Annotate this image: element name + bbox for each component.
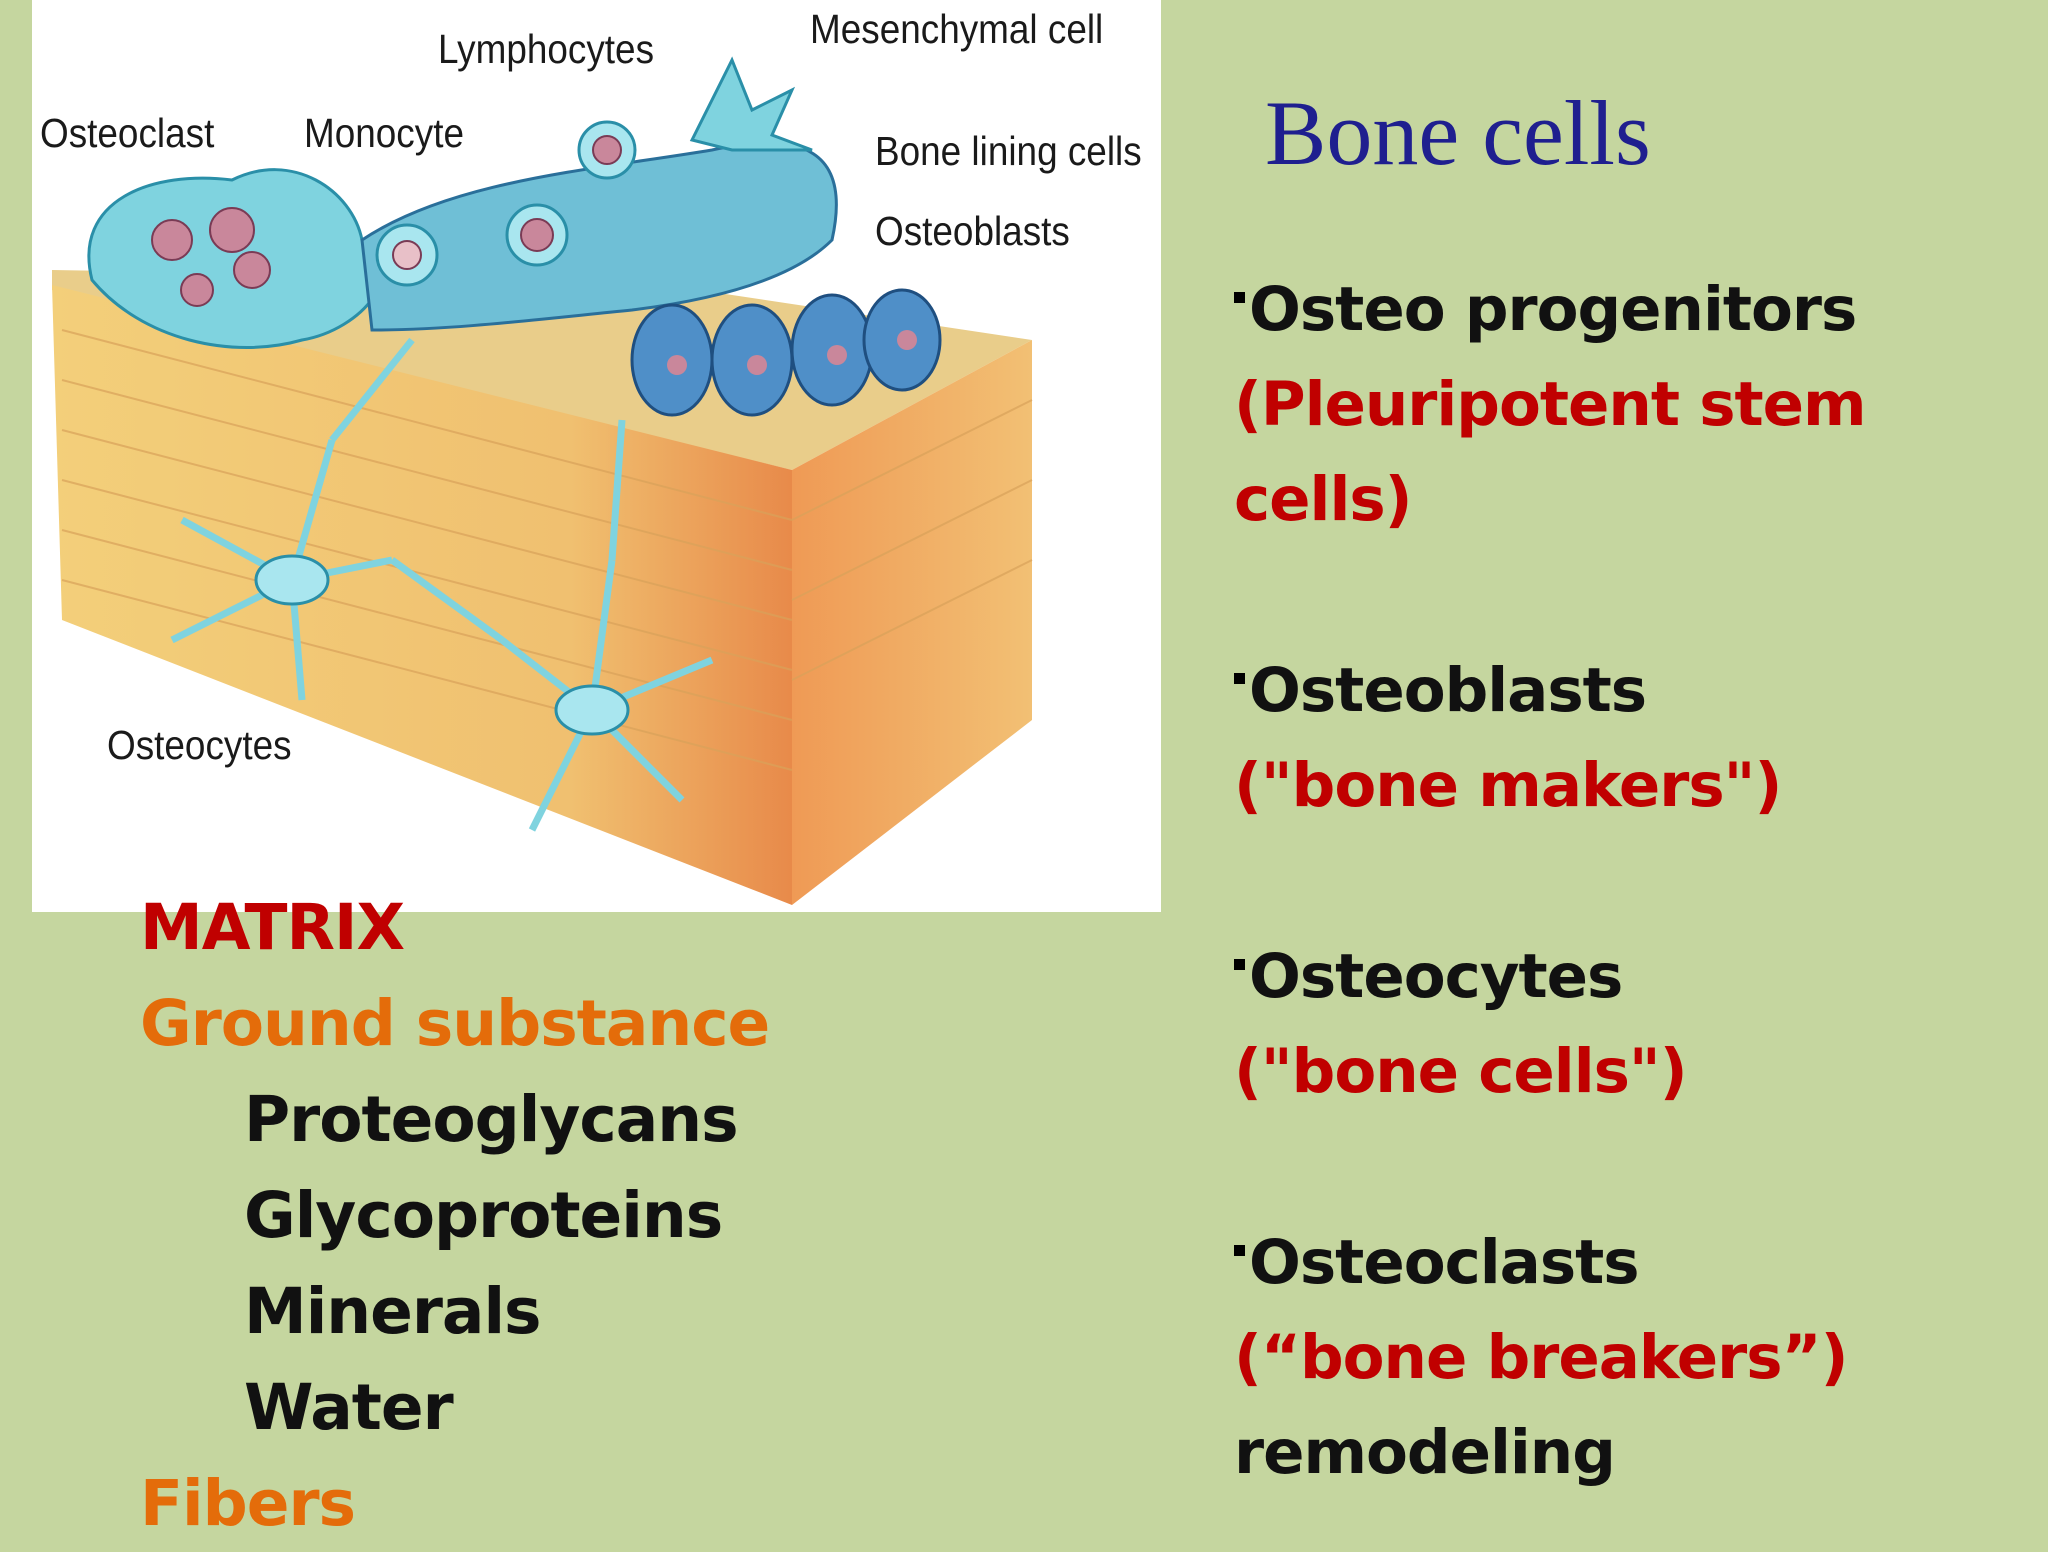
ground-substance-heading: Ground substance [140, 987, 770, 1060]
list-item: Osteo progenitors (Pleuripotent stem cel… [1234, 262, 2034, 547]
bullet-description: cells) [1234, 464, 1413, 535]
bullet-description: ("bone makers") [1234, 750, 1782, 821]
bone-block-drawing [52, 56, 1033, 905]
bullet-extra: remodeling [1234, 1417, 1616, 1488]
bullet-term: Osteocytes [1249, 941, 1623, 1012]
slide-title: Bone cells [1265, 82, 1651, 184]
list-item: Osteoclasts (“bone breakers”) remodeling [1234, 1215, 2034, 1500]
bullet-marker-icon [1234, 292, 1245, 303]
matrix-component: Glycoproteins [244, 1179, 723, 1252]
label-osteoclast: Osteoclast [40, 110, 215, 156]
label-lymphocytes: Lymphocytes [438, 26, 655, 72]
matrix-composition: MATRIX Ground substance Proteoglycans Gl… [140, 880, 770, 1552]
matrix-heading: MATRIX [140, 891, 405, 964]
label-monocyte: Monocyte [304, 110, 464, 156]
bone-side-face [792, 340, 1032, 905]
label-osteocytes: Osteocytes [107, 722, 292, 768]
label-osteoblasts: Osteoblasts [875, 208, 1070, 254]
bullet-term: Osteoclasts [1249, 1227, 1640, 1298]
bullet-marker-icon [1234, 1245, 1245, 1256]
bullet-description: (Pleuripotent stem [1234, 369, 1867, 440]
osteocyte-cell [554, 684, 630, 736]
bullet-term: Osteoblasts [1249, 655, 1647, 726]
matrix-component: Minerals [244, 1275, 542, 1348]
bullet-description: ("bone cells") [1234, 1036, 1688, 1107]
fibers-heading: Fibers [140, 1467, 356, 1540]
bone-cell-list: Osteo progenitors (Pleuripotent stem cel… [1234, 262, 2034, 1500]
mesenchymal-cell [689, 56, 813, 152]
matrix-component: Proteoglycans [244, 1083, 739, 1156]
bullet-description: (“bone breakers”) [1234, 1322, 1849, 1393]
bone-tissue-illustration: Mesenchymal cell Lymphocytes Osteoclast … [32, 0, 1161, 912]
list-item: Osteocytes ("bone cells") [1234, 929, 2034, 1119]
list-item: Osteoblasts ("bone makers") [1234, 643, 2034, 833]
label-bone-lining-cells: Bone lining cells [875, 128, 1142, 174]
bullet-term: Osteo progenitors [1249, 274, 1857, 345]
matrix-component: Water [244, 1371, 454, 1444]
label-mesenchymal-cell: Mesenchymal cell [810, 6, 1104, 52]
bullet-marker-icon [1234, 959, 1245, 970]
bone-lining-cells [360, 141, 838, 332]
osteocyte-cell [254, 554, 330, 606]
bullet-marker-icon [1234, 673, 1245, 684]
bone-front-face [52, 285, 792, 905]
